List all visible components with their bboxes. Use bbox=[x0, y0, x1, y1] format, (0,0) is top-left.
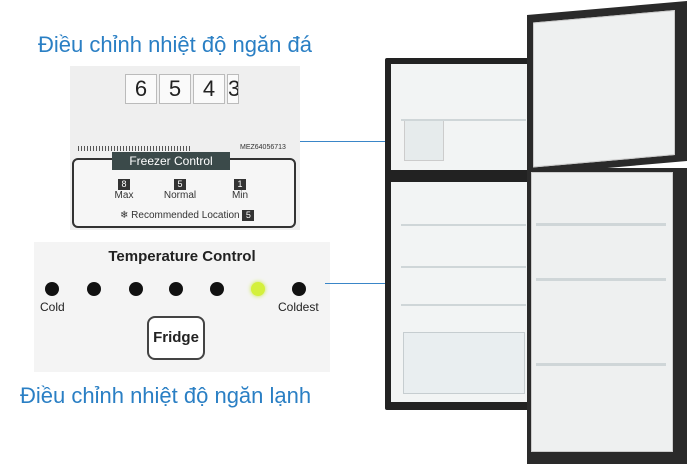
level-dot bbox=[169, 282, 183, 296]
recommended-label: Recommended Location bbox=[131, 210, 240, 221]
fridge-compartment bbox=[391, 182, 531, 402]
freezer-title: Điều chỉnh nhiệt độ ngăn đá bbox=[38, 32, 312, 57]
level-dot bbox=[129, 282, 143, 296]
recommended-value: 5 bbox=[242, 210, 255, 221]
setting-number: 1 bbox=[234, 179, 246, 190]
coldest-label: Coldest bbox=[278, 300, 319, 314]
setting-number: 5 bbox=[174, 179, 186, 190]
refrigerator-body bbox=[385, 58, 531, 410]
fridge-button[interactable]: Fridge bbox=[147, 316, 205, 360]
freezer-compartment bbox=[391, 64, 531, 170]
freezer-door-inner bbox=[533, 10, 675, 168]
cold-label: Cold bbox=[40, 300, 65, 314]
model-code: MEZ64056713 bbox=[240, 144, 286, 151]
level-dot bbox=[45, 282, 59, 296]
level-dot bbox=[292, 282, 306, 296]
setting-label: Normal bbox=[163, 190, 197, 201]
dial-digit: 4 bbox=[193, 74, 225, 104]
ice-maker bbox=[404, 119, 444, 161]
dial-digit: 3 bbox=[227, 74, 239, 104]
barcode bbox=[78, 146, 190, 151]
level-dot-active bbox=[251, 282, 265, 296]
setting-label: Min bbox=[231, 190, 249, 201]
level-dot bbox=[87, 282, 101, 296]
dial-digit: 5 bbox=[159, 74, 191, 104]
freezer-control-label: Freezer Control bbox=[112, 152, 230, 170]
temperature-control-label: Temperature Control bbox=[108, 248, 256, 265]
fridge-door bbox=[527, 168, 687, 464]
freezer-control-panel: 6 5 4 3 MEZ64056713 Freezer Control 8 Ma… bbox=[70, 66, 300, 230]
fridge-title: Điều chỉnh nhiệt độ ngăn lạnh bbox=[20, 383, 312, 408]
dial-digit: 6 bbox=[125, 74, 157, 104]
freezer-door bbox=[527, 1, 687, 175]
snowflake-icon: ❄ bbox=[120, 210, 129, 221]
fridge-door-inner bbox=[531, 172, 673, 452]
crisper-drawer bbox=[403, 332, 525, 394]
temperature-control-panel: Temperature Control Cold Coldest Fridge bbox=[34, 242, 330, 372]
level-dot bbox=[210, 282, 224, 296]
setting-label: Max bbox=[114, 190, 134, 201]
setting-number: 8 bbox=[118, 179, 130, 190]
